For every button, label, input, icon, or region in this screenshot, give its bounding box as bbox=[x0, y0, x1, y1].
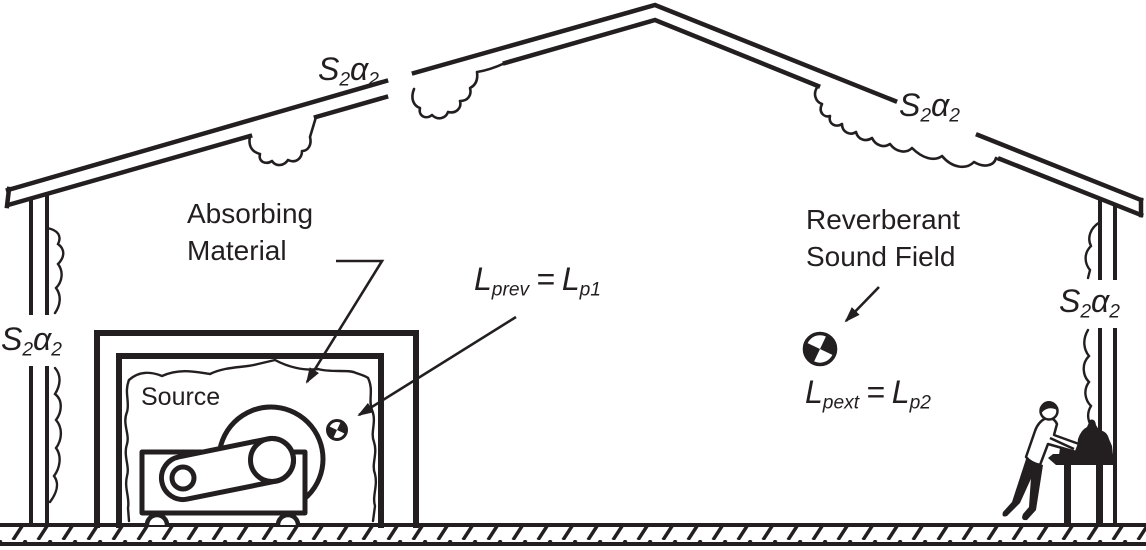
s2a2-sub: 2 bbox=[51, 339, 62, 361]
s2a2-alpha: α bbox=[33, 321, 52, 357]
lprev-equation-label: Lprev=Lp1 bbox=[474, 263, 601, 300]
lp2-subscript: p2 bbox=[909, 392, 931, 414]
bench-top bbox=[1048, 454, 1115, 465]
s2a2-sub: 2 bbox=[339, 69, 351, 91]
worker-arm bbox=[1049, 436, 1075, 451]
lprev-subscript: prev bbox=[491, 279, 530, 301]
s2a2-base: S bbox=[318, 51, 340, 87]
s2a2-base: S bbox=[1, 321, 23, 357]
absorbing-material-line2: Material bbox=[187, 234, 287, 266]
equals-sign: = bbox=[866, 374, 885, 410]
machine-caster-right bbox=[275, 512, 301, 526]
absorbing-material-line1: Absorbing bbox=[187, 198, 314, 229]
reverberant-field-line2: Sound Field bbox=[806, 240, 956, 272]
lp1-subscript: p1 bbox=[579, 279, 601, 301]
absorbing-material-arrow bbox=[305, 259, 385, 384]
s2a2-sub: 2 bbox=[1080, 301, 1092, 323]
machine-caster-left bbox=[144, 512, 170, 526]
s2a2-alpha: α bbox=[931, 87, 950, 123]
reverberant-field-label: Reverberant Sound Field bbox=[806, 202, 960, 276]
left-wall-absorber bbox=[45, 226, 65, 504]
leader-arrows bbox=[305, 259, 880, 417]
s2a2-sub: 2 bbox=[368, 69, 379, 91]
s2a2-label-roof-left: S2α2 bbox=[318, 53, 379, 90]
ground bbox=[0, 523, 1146, 546]
s2a2-sub: 2 bbox=[920, 105, 932, 127]
reverberant-arrow bbox=[844, 286, 880, 323]
absorbing-material-label: Absorbing Material bbox=[187, 196, 313, 270]
s2a2-sub: 2 bbox=[949, 105, 960, 127]
s2a2-sub: 2 bbox=[22, 339, 34, 361]
roof-absorber-right bbox=[813, 84, 1002, 169]
worker-figure bbox=[1002, 401, 1081, 521]
s2a2-base: S bbox=[1059, 283, 1081, 319]
enclosure-liner bbox=[124, 358, 378, 523]
source-machine bbox=[139, 404, 326, 526]
measurement-point-interior-icon bbox=[326, 419, 348, 441]
worker-leg-back bbox=[1002, 456, 1039, 517]
s2a2-base: S bbox=[899, 87, 921, 123]
enclosure-inner-wall bbox=[116, 353, 384, 528]
lpext-subscript: pext bbox=[822, 392, 860, 414]
s2a2-label-roof-right: S2α2 bbox=[899, 89, 960, 126]
equals-sign: = bbox=[536, 261, 555, 297]
s2a2-label-wall-right: S2α2 bbox=[1059, 285, 1120, 322]
enclosure-outer-wall bbox=[94, 330, 419, 528]
lp2-symbol: L bbox=[891, 374, 910, 410]
roof-absorber-blobs bbox=[248, 61, 1002, 169]
workbench bbox=[1048, 419, 1115, 523]
reverberant-field-line1: Reverberant bbox=[806, 204, 961, 235]
left-wall bbox=[29, 192, 49, 527]
lprev-arrow bbox=[357, 315, 517, 417]
roof-absorber-left-1 bbox=[248, 115, 318, 167]
s2a2-alpha: α bbox=[1091, 283, 1110, 319]
measurement-point-exterior-icon bbox=[802, 331, 838, 367]
s2a2-label-wall-left: S2α2 bbox=[1, 323, 62, 360]
building-roof bbox=[4, 2, 1144, 218]
s2a2-alpha: α bbox=[350, 51, 369, 87]
bench-leg-left bbox=[1064, 465, 1071, 523]
machine-pulley-small bbox=[169, 464, 197, 492]
worker-hair bbox=[1040, 401, 1058, 414]
lpext-symbol: L bbox=[805, 374, 823, 410]
lpext-equation-label: Lpext=Lp2 bbox=[805, 376, 931, 413]
bench-leg-right bbox=[1096, 465, 1103, 523]
s2a2-sub: 2 bbox=[1109, 301, 1120, 323]
source-label: Source bbox=[141, 383, 221, 411]
machine-pulley-large bbox=[248, 436, 296, 484]
worker-torso bbox=[1024, 416, 1081, 467]
right-wall-absorber bbox=[1082, 220, 1102, 435]
source-enclosure bbox=[94, 330, 419, 528]
lprev-symbol: L bbox=[474, 261, 492, 297]
lp1-symbol: L bbox=[561, 261, 580, 297]
bench-machine bbox=[1059, 419, 1113, 455]
roof-absorber-left-2 bbox=[411, 61, 507, 120]
worker-leg-front bbox=[1022, 462, 1043, 521]
